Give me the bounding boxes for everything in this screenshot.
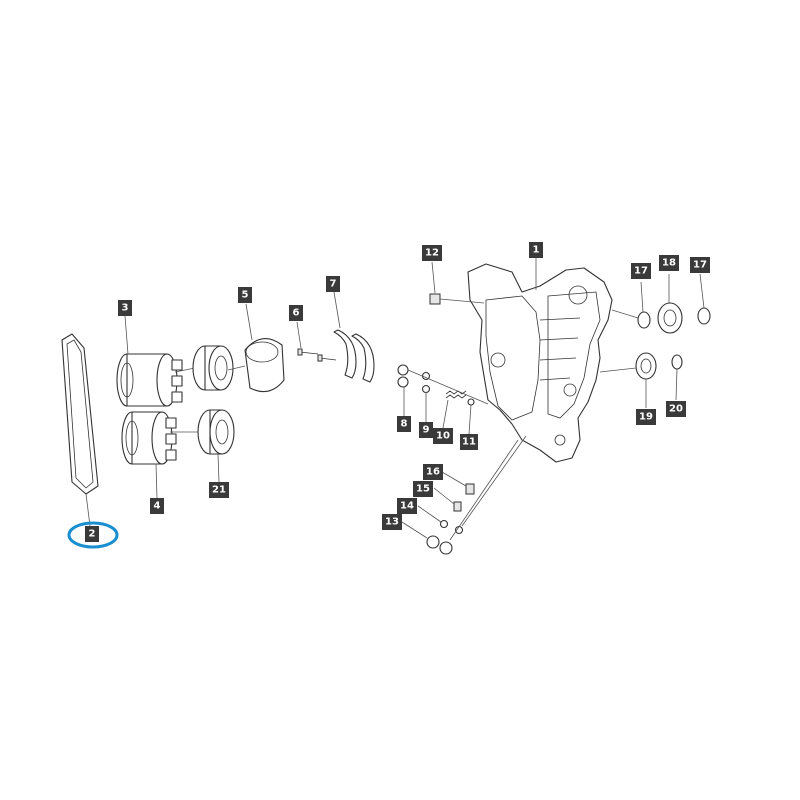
svg-text:3: 3 — [122, 303, 129, 314]
callout-13: 13 — [382, 514, 402, 530]
svg-text:18: 18 — [662, 258, 676, 269]
callout-21: 21 — [209, 482, 229, 498]
svg-text:21: 21 — [212, 485, 226, 496]
seal-ring-group-part — [599, 352, 683, 408]
svg-text:16: 16 — [426, 467, 440, 478]
callout-10: 10 — [433, 428, 453, 444]
main-housing-part — [467, 258, 613, 463]
svg-text:1: 1 — [533, 245, 540, 256]
swash-plate-part — [227, 303, 285, 393]
gasket-part — [61, 333, 99, 527]
callout-16: 16 — [423, 464, 443, 480]
svg-text:6: 6 — [293, 308, 300, 319]
svg-text:20: 20 — [669, 404, 683, 415]
callout-9: 9 — [419, 422, 433, 438]
callout-6: 6 — [289, 305, 303, 321]
svg-text:10: 10 — [436, 431, 450, 442]
svg-text:5: 5 — [242, 290, 249, 301]
bearing-lower-part — [197, 409, 235, 483]
svg-text:8: 8 — [401, 419, 408, 430]
svg-text:9: 9 — [423, 425, 430, 436]
callout-15: 15 — [413, 481, 433, 497]
screws-part — [296, 321, 337, 362]
callout-5: 5 — [238, 287, 252, 303]
bearing-circlip-group-part — [611, 273, 711, 334]
callout-17-left: 17 — [631, 263, 651, 279]
valve-group-part — [401, 435, 527, 555]
svg-text:17: 17 — [693, 260, 707, 271]
callout-2: 2 — [85, 526, 99, 542]
seal-spring-group-part — [397, 364, 489, 435]
svg-text:7: 7 — [330, 279, 337, 290]
plug-part — [429, 261, 485, 305]
svg-text:4: 4 — [154, 501, 161, 512]
callout-20: 20 — [666, 401, 686, 417]
callout-12: 12 — [422, 245, 442, 261]
svg-text:13: 13 — [385, 517, 399, 528]
svg-text:12: 12 — [425, 248, 439, 259]
callout-7: 7 — [326, 276, 340, 292]
callout-8: 8 — [397, 416, 411, 432]
bearing-shells-part — [333, 291, 375, 383]
drive-unit-upper-part — [116, 315, 196, 407]
callout-11: 11 — [460, 434, 478, 450]
svg-text:11: 11 — [462, 437, 476, 448]
svg-text:2: 2 — [89, 529, 96, 540]
callout-18: 18 — [659, 255, 679, 271]
svg-text:17: 17 — [634, 266, 648, 277]
callout-1: 1 — [529, 242, 543, 258]
callout-17-right: 17 — [690, 257, 710, 273]
drive-unit-lower-part — [121, 411, 200, 499]
svg-text:15: 15 — [416, 484, 430, 495]
callout-14: 14 — [397, 498, 417, 514]
svg-text:19: 19 — [639, 412, 653, 423]
svg-text:14: 14 — [400, 501, 414, 512]
callout-3: 3 — [118, 300, 132, 316]
highlight-ring — [67, 521, 119, 549]
callout-4: 4 — [150, 498, 164, 514]
bearing-upper-part — [192, 345, 234, 391]
callout-19: 19 — [636, 409, 656, 425]
